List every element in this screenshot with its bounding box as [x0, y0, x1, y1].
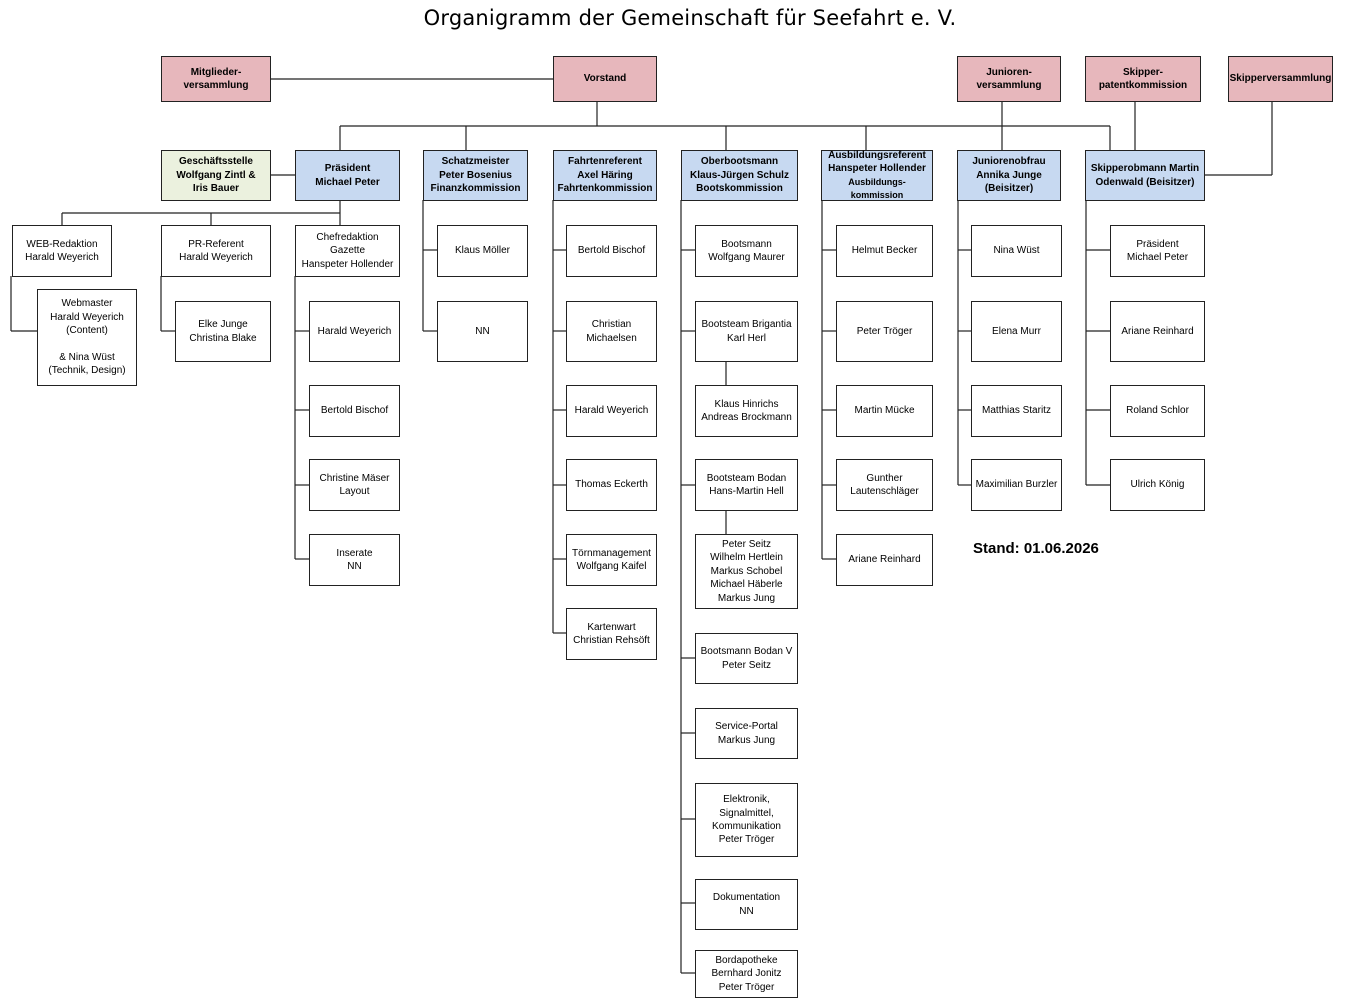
- box-junioren-item: Matthias Staritz: [971, 385, 1062, 437]
- box-skipper-item: Roland Schlor: [1110, 385, 1205, 437]
- box-pr-team: Elke Junge Christina Blake: [175, 301, 271, 362]
- stand-date: Stand: 01.06.2026: [973, 540, 1099, 557]
- box-fahrten-item: Christian Michaelsen: [566, 301, 657, 362]
- box-vorstand: Vorstand: [553, 56, 657, 102]
- box-skipperversammlung: Skipperversammlung: [1228, 56, 1333, 102]
- box-skipper-item: Ulrich König: [1110, 459, 1205, 511]
- box-ausbildung-item: Ariane Reinhard: [836, 534, 933, 586]
- box-fahrten-item: Thomas Eckerth: [566, 459, 657, 511]
- box-boots-item: Peter Seitz Wilhelm Hertlein Markus Scho…: [695, 534, 798, 609]
- box-ausbildung-item: Peter Tröger: [836, 301, 933, 362]
- box-ausbildung-item: Gunther Lautenschläger: [836, 459, 933, 511]
- box-chefredaktion-gazette: Chefredaktion Gazette Hanspeter Hollende…: [295, 225, 400, 277]
- ausbildungsreferent-label: Ausbildungsreferent Hanspeter Hollender: [828, 149, 926, 175]
- box-boots-item: Bootsmann Wolfgang Maurer: [695, 225, 798, 277]
- box-geschaeftsstelle: Geschäftsstelle Wolfgang Zintl & Iris Ba…: [161, 150, 271, 201]
- box-skipper-item: Präsident Michael Peter: [1110, 225, 1205, 277]
- box-gazette-item: Inserate NN: [309, 534, 400, 586]
- box-boots-item: Bootsmann Bodan V Peter Seitz: [695, 633, 798, 684]
- box-ausbildungsreferent: Ausbildungsreferent Hanspeter Hollender …: [821, 150, 933, 201]
- box-oberbootsmann: Oberbootsmann Klaus-Jürgen Schulz Bootsk…: [681, 150, 798, 201]
- box-boots-item: Service-Portal Markus Jung: [695, 708, 798, 759]
- box-junioren-item: Elena Murr: [971, 301, 1062, 362]
- box-fahrten-item: Törnmanagement Wolfgang Kaifel: [566, 534, 657, 586]
- box-gazette-item: Christine Mäser Layout: [309, 459, 400, 511]
- box-boots-item: Bordapotheke Bernhard Jonitz Peter Tröge…: [695, 950, 798, 998]
- box-ausbildung-item: Helmut Becker: [836, 225, 933, 277]
- box-boots-item: Bootsteam Brigantia Karl Herl: [695, 301, 798, 362]
- box-junioren-item: Maximilian Burzler: [971, 459, 1062, 511]
- box-fahrten-item: Bertold Bischof: [566, 225, 657, 277]
- box-juniorenobfrau: Juniorenobfrau Annika Junge (Beisitzer): [957, 150, 1061, 201]
- box-ausbildung-item: Martin Mücke: [836, 385, 933, 437]
- box-skipperpatentkommission: Skipper- patentkommission: [1085, 56, 1201, 102]
- box-skipperobmann: Skipperobmann Martin Odenwald (Beisitzer…: [1085, 150, 1205, 201]
- box-boots-item: Elektronik, Signalmittel, Kommunikation …: [695, 783, 798, 857]
- box-web-redaktion: WEB-Redaktion Harald Weyerich: [12, 225, 112, 277]
- box-praesident: Präsident Michael Peter: [295, 150, 400, 201]
- page-title: Organigramm der Gemeinschaft für Seefahr…: [423, 6, 957, 30]
- box-schatzmeister-item: Klaus Möller: [437, 225, 528, 277]
- ausbildungskommission-label: Ausbildungs-kommission: [848, 176, 906, 200]
- box-boots-item: Klaus Hinrichs Andreas Brockmann: [695, 385, 798, 437]
- box-mitgliederversammlung: Mitglieder- versammlung: [161, 56, 271, 102]
- box-fahrten-item: Kartenwart Christian Rehsöft: [566, 608, 657, 660]
- box-schatzmeister: Schatzmeister Peter Bosenius Finanzkommi…: [423, 150, 528, 201]
- box-boots-item: Bootsteam Bodan Hans-Martin Hell: [695, 459, 798, 511]
- box-webmaster: Webmaster Harald Weyerich (Content) & Ni…: [37, 289, 137, 386]
- box-pr-referent: PR-Referent Harald Weyerich: [161, 225, 271, 277]
- box-boots-item: Dokumentation NN: [695, 879, 798, 930]
- box-junioren-item: Nina Wüst: [971, 225, 1062, 277]
- box-gazette-item: Bertold Bischof: [309, 385, 400, 437]
- box-gazette-item: Harald Weyerich: [309, 301, 400, 362]
- box-juniorenversammlung: Junioren- versammlung: [957, 56, 1061, 102]
- box-schatzmeister-item: NN: [437, 301, 528, 362]
- box-fahrten-item: Harald Weyerich: [566, 385, 657, 437]
- box-skipper-item: Ariane Reinhard: [1110, 301, 1205, 362]
- box-fahrtenreferent: Fahrtenreferent Axel Häring Fahrtenkommi…: [553, 150, 657, 201]
